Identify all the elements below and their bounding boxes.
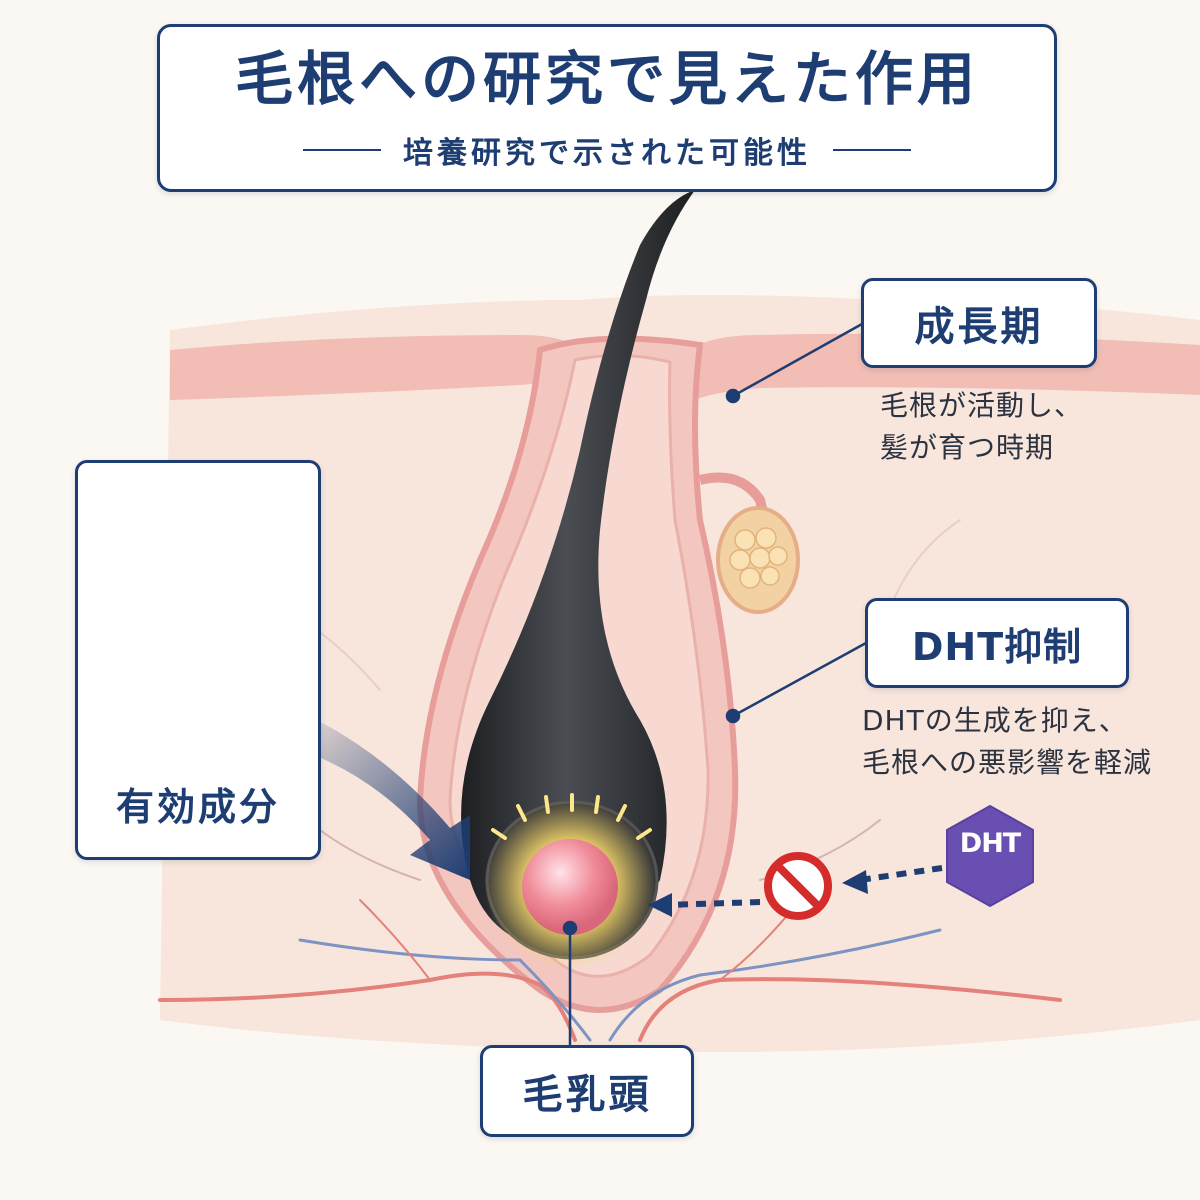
gland-duct [698, 472, 770, 522]
leader-lines [562, 322, 867, 1046]
dermal-papilla-label: 毛乳頭 [480, 1045, 694, 1137]
subtitle-rule-right [833, 149, 911, 151]
growth-phase-label: 成長期 [861, 278, 1097, 368]
active-ingredient-label: 有効成分 [115, 785, 280, 829]
growth-desc-line-1: 毛根が活動し、 [880, 389, 1084, 422]
blood-vessels [158, 519, 1062, 1042]
glow-rays [491, 793, 652, 840]
hair-shaft [461, 190, 695, 950]
dht-badge-label: DHT [959, 828, 1021, 859]
prohibit-icon [764, 852, 832, 920]
dermal-papilla [522, 839, 618, 935]
dht-blocked-path [648, 865, 943, 917]
subtitle-rule-left [303, 149, 381, 151]
growth-desc-line-2: 髪が育つ時期 [880, 431, 1055, 464]
page-title: 毛根への研究で見えた作用 [234, 45, 979, 113]
active-ingredient-panel: 有効成分 [75, 460, 321, 860]
title-panel: 毛根への研究で見えた作用 培養研究で示された可能性 [157, 24, 1057, 192]
growth-phase-description: 毛根が活動し、 髪が育つ時期 [880, 385, 1170, 469]
hexagon-icon [946, 804, 1034, 908]
dht-desc-line-2: 毛根への悪影響を軽減 [862, 746, 1153, 779]
gland-cells [729, 527, 788, 589]
epidermis-left [170, 335, 590, 400]
ingredient-arrow-icon [285, 705, 470, 880]
subtitle-row: 培養研究で示された可能性 [281, 128, 933, 172]
dht-desc-line-1: DHTの生成を抑え、 [862, 704, 1128, 737]
page-subtitle: 培養研究で示された可能性 [403, 136, 811, 171]
dht-inhibition-label: DHT抑制 [865, 598, 1129, 688]
dht-inhibition-description: DHTの生成を抑え、 毛根への悪影響を軽減 [862, 700, 1192, 784]
